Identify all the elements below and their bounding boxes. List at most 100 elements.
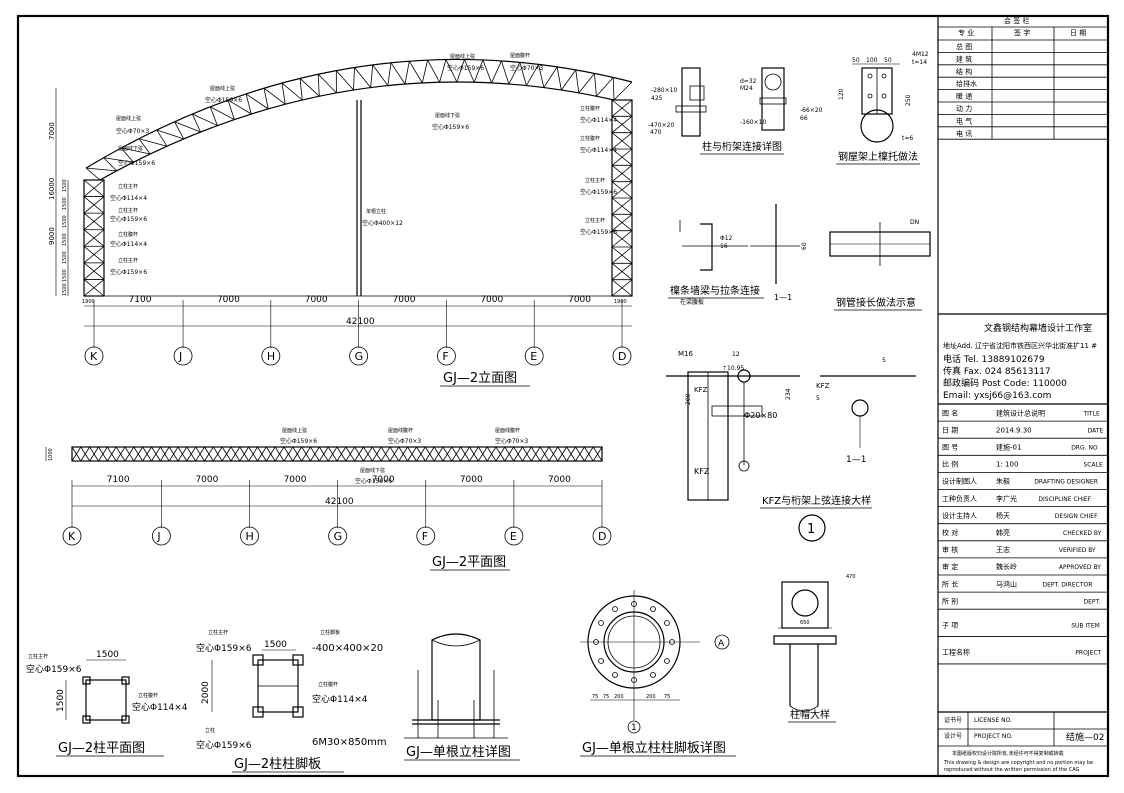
detail-note: -280×10 <box>651 87 677 94</box>
bolt-hole <box>598 658 604 664</box>
plan-diagonal <box>318 446 329 462</box>
info-value: 魏长岭 <box>996 562 1017 571</box>
axis-label: D <box>598 530 606 543</box>
elev-spec: 空心Φ159×6 <box>580 228 617 236</box>
arch-diagonal <box>174 121 201 133</box>
span-dim: 7000 <box>393 295 416 305</box>
axis-label: D <box>618 350 626 363</box>
col-base-dim-w: 1500 <box>264 640 287 650</box>
axis-bubble <box>612 346 632 366</box>
arch-vertical <box>543 66 558 88</box>
single-base-dim: 200 <box>646 694 656 700</box>
discipline-label: 给排水 <box>956 79 977 88</box>
detail-note: 5 <box>816 395 820 402</box>
elev-spec: 空心Φ159×6 <box>118 159 155 167</box>
elev-label: 屋面线下弦 <box>118 145 143 152</box>
info-value: 杨天 <box>996 511 1010 520</box>
arch-vertical <box>561 69 577 91</box>
plan-diagonal <box>221 446 232 462</box>
plan-diagonal <box>354 446 364 462</box>
plan-diagonal <box>142 446 152 462</box>
span-dim: 7000 <box>460 475 483 485</box>
bolt-hole <box>612 672 618 678</box>
plan-diagonal <box>204 446 214 462</box>
arch-diagonal <box>390 62 406 85</box>
bolt-hole <box>650 606 656 612</box>
bolt-hole <box>598 620 604 626</box>
arch-vertical <box>613 81 633 101</box>
info-value: 1: 100 <box>996 461 1018 469</box>
elev-height-1500-a: 1500 <box>62 179 68 192</box>
project-label: 设计号 <box>944 732 962 740</box>
lattice-diagonal <box>83 279 105 297</box>
detail-note: 5 <box>882 357 886 364</box>
discipline-label: 动 力 <box>956 104 972 113</box>
detail-purlin: 50 100 50 4M12 t=14 120 250 t=6 钢屋架上檁托做法 <box>836 51 929 165</box>
plan-label: 屋面线腹杆 <box>495 427 520 434</box>
elev-spec: 空心Φ114×4 <box>580 146 617 154</box>
col-base-spec-b: 空心Φ114×4 <box>312 693 368 705</box>
plan-spec: 空心Φ70×3 <box>495 437 528 445</box>
end-dim: 1900 <box>614 299 627 305</box>
detail-note: 120 <box>838 88 845 100</box>
info-value: 李广光 <box>996 494 1017 503</box>
arch-vertical <box>421 60 429 83</box>
discipline-label: 总 图 <box>956 42 972 51</box>
elev-label: 立柱主杆 <box>585 217 605 224</box>
lattice-diagonal <box>611 279 633 297</box>
arch-vertical <box>227 99 235 120</box>
plan-lattice <box>71 446 603 462</box>
axis-bubble <box>437 346 456 366</box>
arch-diagonal <box>192 113 218 126</box>
elev-height-1500-d: 1500 <box>62 233 68 246</box>
arch-vertical <box>103 157 117 172</box>
elev-height-9000: 9000 <box>48 227 56 245</box>
arch-diagonal <box>103 157 134 163</box>
elev-label: 立柱腹杆 <box>580 105 600 112</box>
col-base-title: GJ—2柱柱脚板 <box>234 756 321 772</box>
detail-kfz-circle: 1 <box>807 522 815 537</box>
arch-diagonal <box>408 60 423 84</box>
col-plan-spec-a: 空心Φ159×6 <box>26 663 82 675</box>
plan-diagonal <box>327 446 338 462</box>
elev-label: 屋面线上弦 <box>116 115 141 122</box>
arch-diagonal <box>156 129 184 140</box>
arch-diagonal <box>445 59 458 83</box>
plan-diagonal <box>345 446 356 462</box>
arch-vertical <box>281 82 286 105</box>
detail-note: KFZ <box>816 382 830 390</box>
plan-diagonal <box>495 446 506 462</box>
arch-web-members <box>85 59 633 181</box>
end-dim: 1900 <box>82 299 95 305</box>
plan-spec: 空心Φ159×6 <box>280 437 317 445</box>
detail-note: M16 <box>678 350 693 358</box>
detail-brace-title: 檁条墙梁与拉条连接 <box>670 284 760 297</box>
arch-vertical <box>209 106 218 126</box>
plan-label: 屋面线腹杆 <box>388 427 413 434</box>
plan-diagonal <box>106 446 117 462</box>
info-label-cn: 日 期 <box>942 426 958 434</box>
arch-vertical <box>120 147 134 163</box>
column-plan-view: 1500 1500 立柱主杆 空心Φ159×6 立柱腹杆 空心Φ114×4 GJ… <box>26 650 188 757</box>
arch-diagonal <box>575 69 580 93</box>
info-label-en: DISCIPLINE CHIEF <box>1038 496 1091 503</box>
col-plan-spec-b: 空心Φ114×4 <box>132 701 188 713</box>
detail-note: 16 <box>720 243 728 250</box>
span-dim: 7000 <box>284 475 307 485</box>
plan-label: 屋面线下弦 <box>360 467 385 474</box>
plan-diagonal <box>539 446 550 462</box>
plan-diagonal <box>398 446 409 462</box>
project-label-en: PROJECT NO. <box>974 733 1013 740</box>
info-label-en: APPROVED BY <box>1059 564 1101 571</box>
plan-diagonal <box>451 446 462 462</box>
info-label-cn: 所 长 <box>942 579 958 588</box>
total-dim: 42100 <box>325 497 354 507</box>
arch-vertical <box>578 73 595 94</box>
lattice-diagonal <box>611 132 633 150</box>
col-base-bolts: 6M30×850mm <box>312 737 387 748</box>
discipline-label: 建 筑 <box>956 54 972 63</box>
elev-height-1500-b: 1500 <box>62 197 68 210</box>
detail-note: 12 <box>732 351 740 358</box>
plan-diagonal <box>557 446 568 462</box>
elev-label: 屋面线上弦 <box>450 53 475 60</box>
